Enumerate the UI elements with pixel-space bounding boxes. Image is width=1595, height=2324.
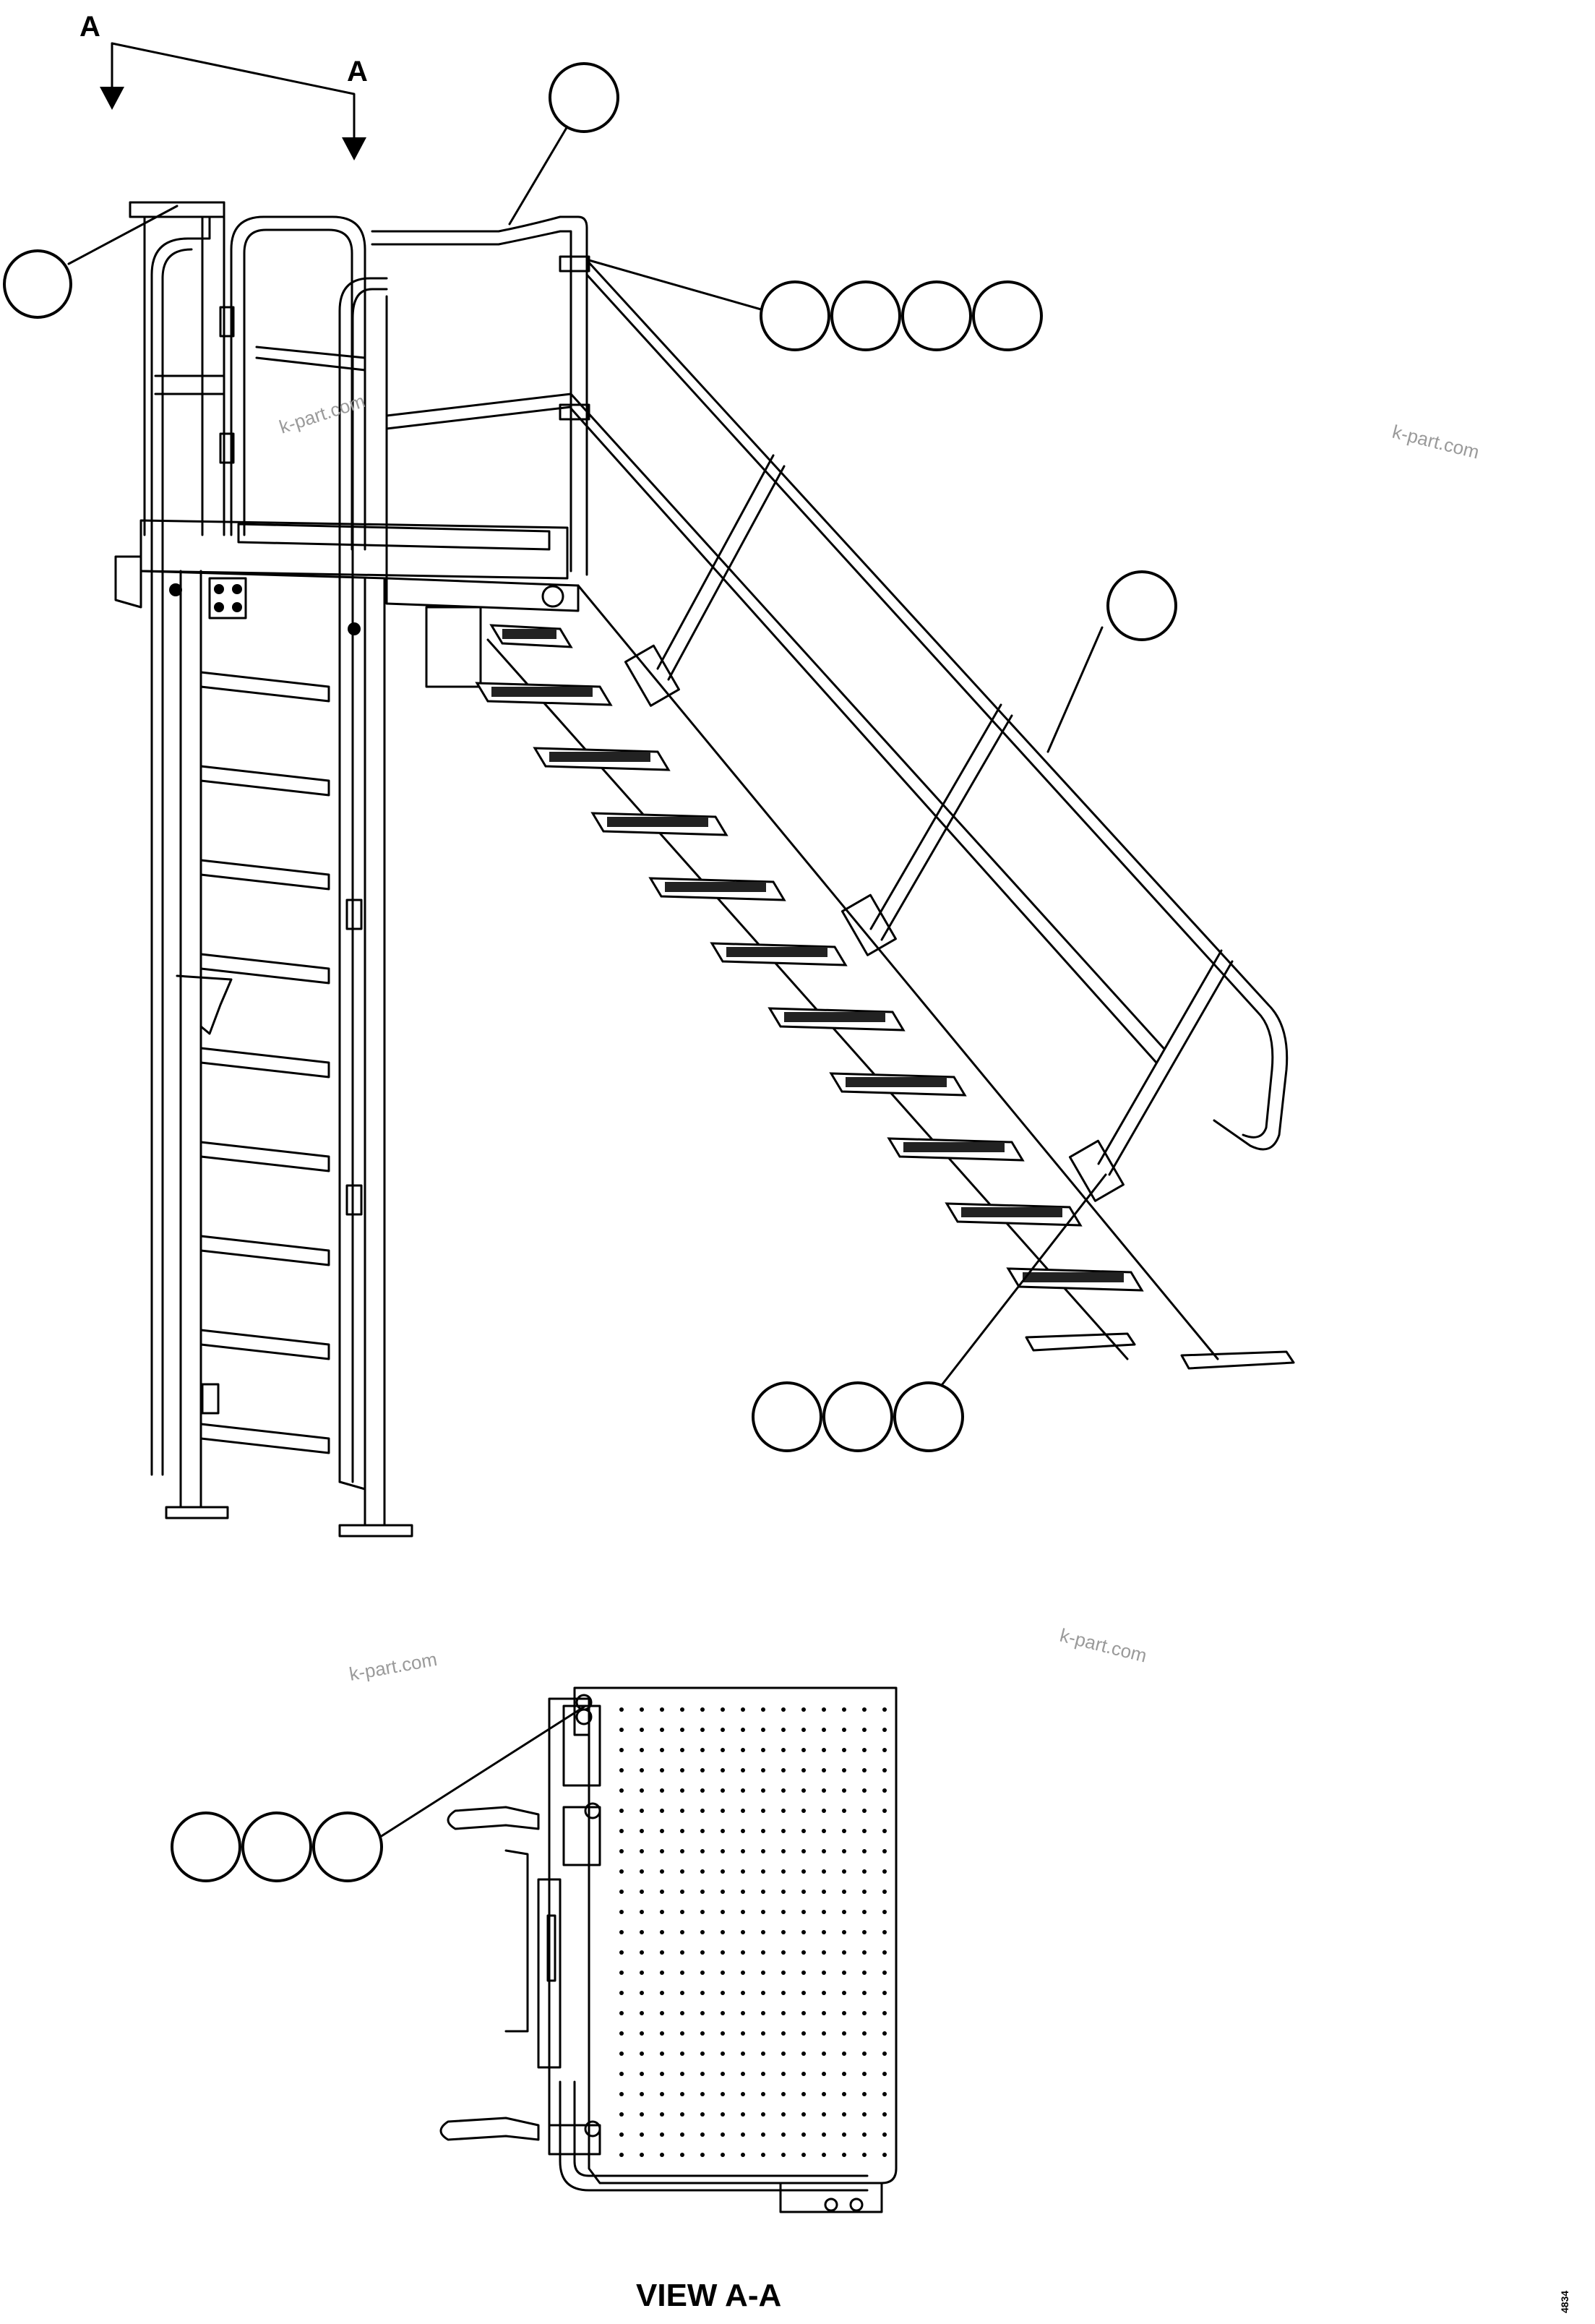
callout-bubble xyxy=(830,280,901,351)
callout-bubble xyxy=(3,249,72,319)
watermarks: k-part.com k-part.com k-part.com k-part.… xyxy=(277,390,1482,1685)
callout-bubble xyxy=(893,1381,964,1452)
section-letter-left: A xyxy=(79,11,100,43)
callout-bubble xyxy=(549,62,619,133)
callout-bubble xyxy=(822,1381,893,1452)
ladder-rungs xyxy=(199,671,330,1454)
view-caption: VIEW A-A xyxy=(636,2278,781,2313)
stair-treads xyxy=(475,624,1144,1292)
callout-bubble xyxy=(901,280,972,351)
section-marker: A A xyxy=(79,11,368,160)
watermark: k-part.com xyxy=(1058,1624,1149,1667)
section-letter-right: A xyxy=(347,56,368,87)
callout-bubble xyxy=(241,1811,312,1882)
callout-bubble xyxy=(752,1381,822,1452)
watermark: k-part.com xyxy=(348,1648,439,1685)
platform-grating-pattern xyxy=(619,1707,887,2157)
callout-bubble xyxy=(760,280,830,351)
vertical-ladder xyxy=(129,201,413,1538)
callout-bubble xyxy=(972,280,1043,351)
callout-bubble xyxy=(1106,570,1177,641)
callout-bubble xyxy=(171,1811,241,1882)
platform xyxy=(114,215,590,688)
watermark: k-part.com xyxy=(277,390,368,437)
callouts xyxy=(3,62,1177,1882)
watermark: k-part.com xyxy=(1390,421,1482,463)
callout-bubble xyxy=(312,1811,383,1882)
drawing-code: 4834 xyxy=(1559,2291,1570,2313)
view-aa xyxy=(439,1686,898,2213)
stairway xyxy=(475,259,1295,1370)
